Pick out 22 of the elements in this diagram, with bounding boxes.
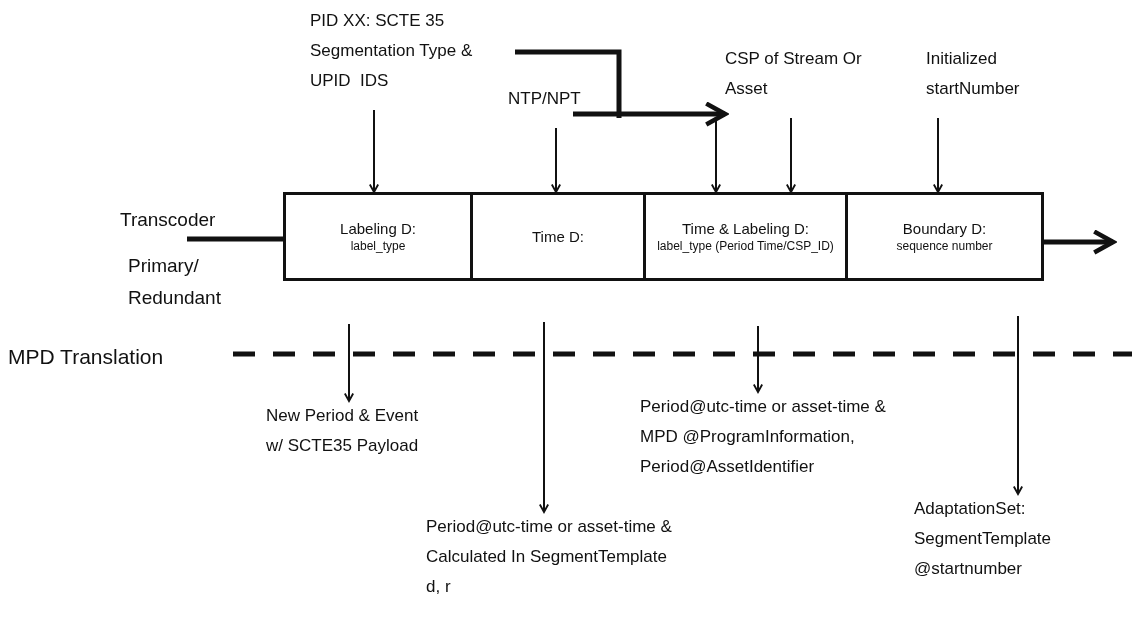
output-label: Period@utc-time or asset-time & MPD @ProgramInformation, Period@AssetIdentifier [640,396,887,478]
output-label: New Period & Event w/ SCTE35 Payload [266,405,420,457]
input-label: CSP of Stream Or Asset [725,48,863,100]
descriptor-box [845,192,1044,281]
descriptor-detail: sequence number [896,238,993,254]
section-label: MPD Translation [8,344,165,370]
output-label: Period@utc-time or asset-time & Calculated In SegmentTemplate d, r [426,516,673,598]
descriptor-box [283,192,473,281]
descriptor-title: Labeling D: [340,219,416,238]
input-label: NTP/NPT [508,88,582,110]
source-label: Primary/ Redundant [128,254,222,310]
descriptor-title: Time & Labeling D: [682,219,809,238]
descriptor-box [643,192,848,281]
descriptor-detail: label_type (Period Time/CSP_ID) [657,238,834,254]
source-label: Transcoder [120,208,217,232]
input-label: Initialized startNumber [926,48,1021,100]
descriptor-box [470,192,646,281]
descriptor-title: Boundary D: [902,219,987,238]
output-label: AdaptationSet: SegmentTemplate @startnumber [914,498,1053,580]
descriptor-title: Time D: [532,227,584,246]
descriptor-detail: label_type [350,238,406,254]
input-label: PID XX: SCTE 35 Segmentation Type & UPID IDS [310,10,474,92]
